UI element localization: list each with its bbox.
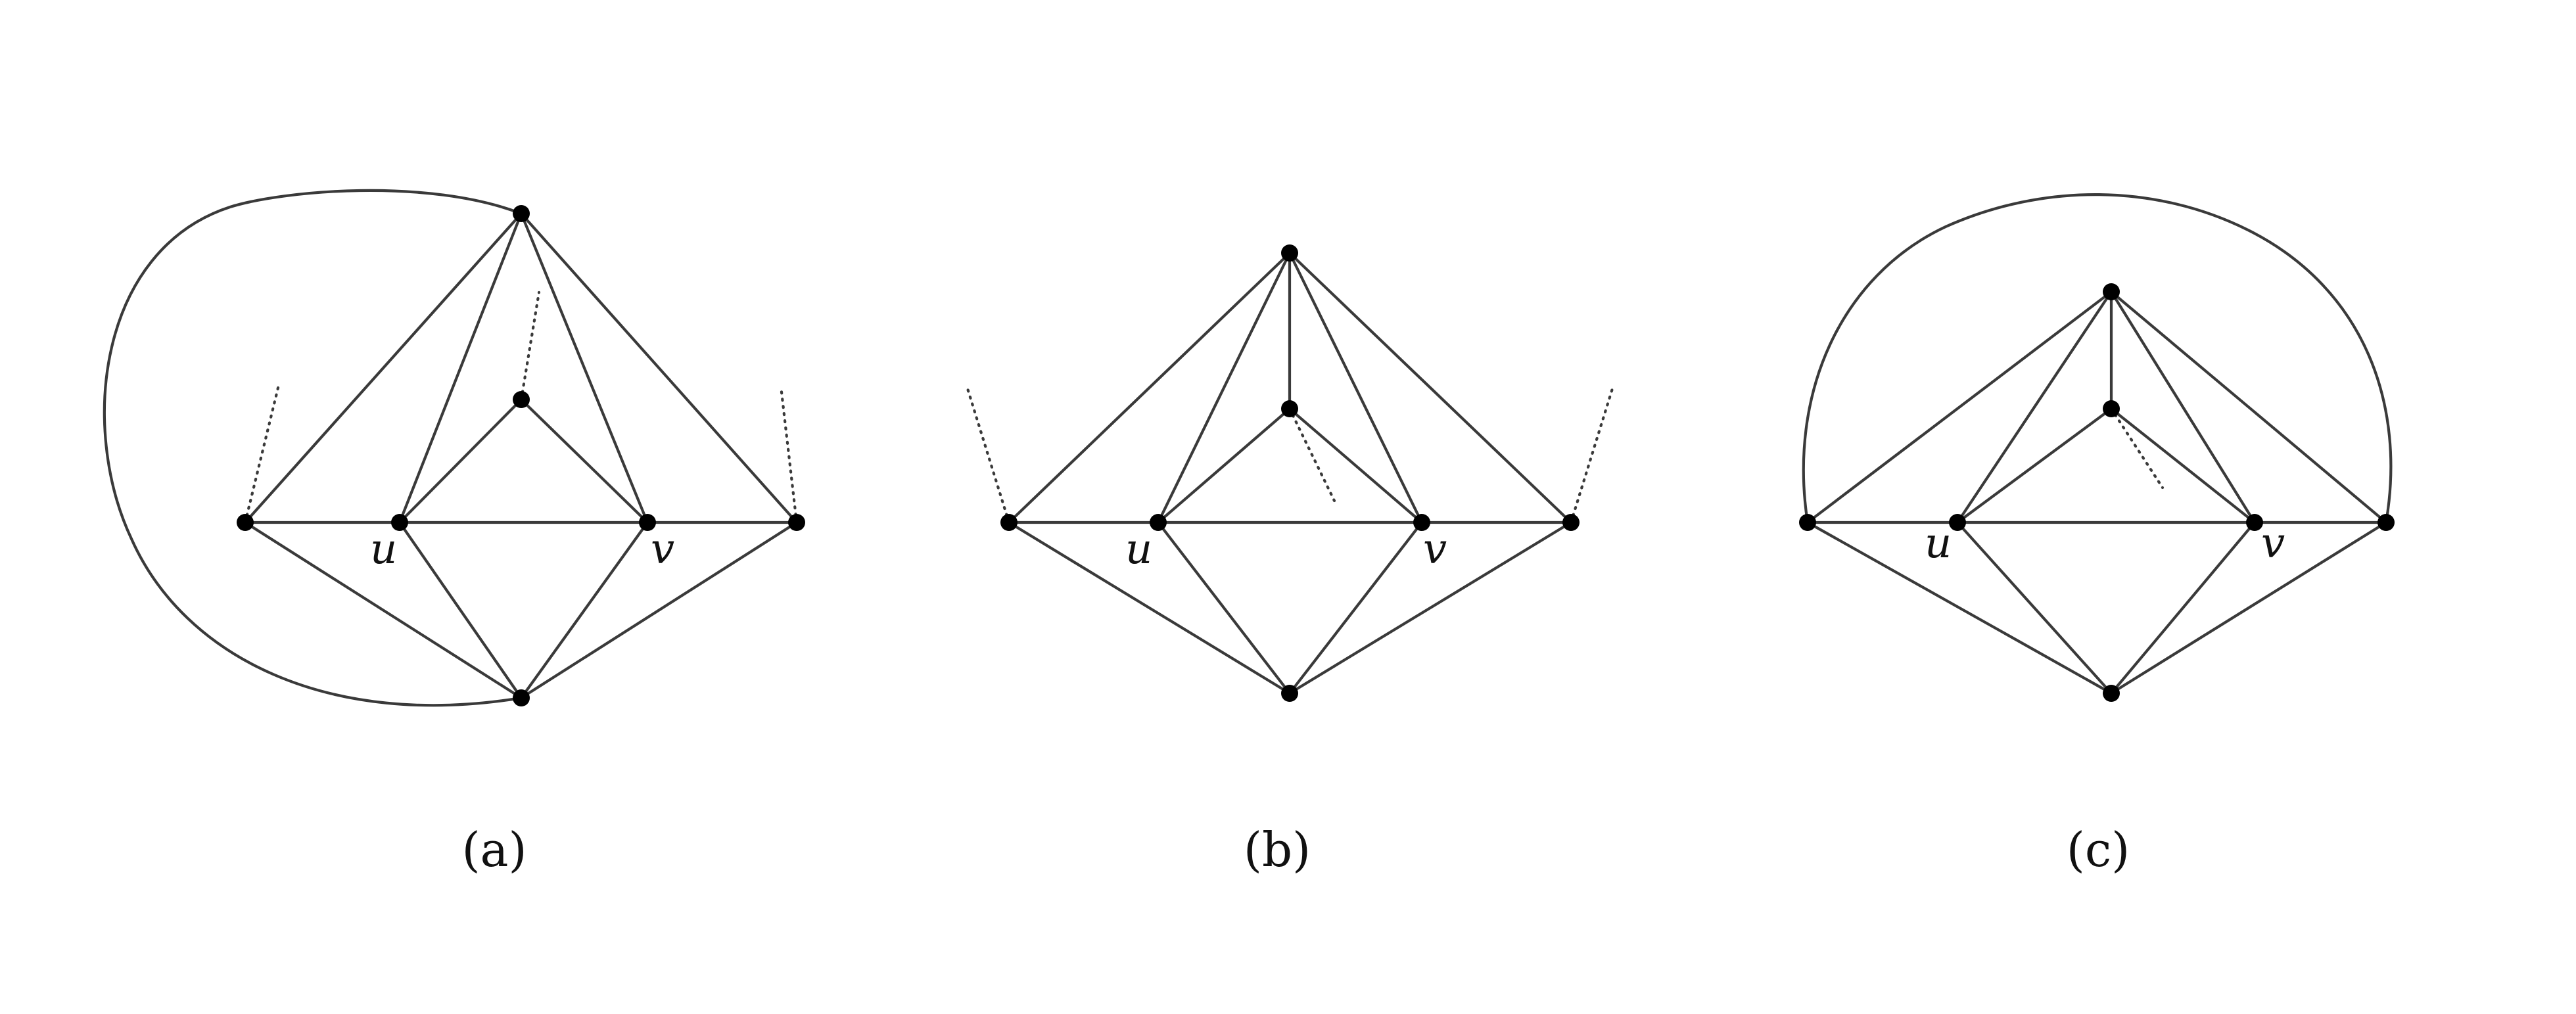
edge <box>2109 520 2388 695</box>
edge <box>1288 520 1573 695</box>
edge <box>1955 520 2113 695</box>
vertex <box>2103 400 2120 417</box>
edge <box>1007 251 1292 524</box>
vertex <box>1281 685 1298 702</box>
vertex-v <box>639 514 656 531</box>
vertex <box>2103 283 2120 300</box>
vertex <box>1281 244 1298 262</box>
edge <box>243 212 523 524</box>
edge <box>1156 520 1292 695</box>
vertex <box>1281 400 1298 417</box>
edge <box>519 520 649 700</box>
edge <box>519 212 799 524</box>
edge <box>1806 520 2113 695</box>
edge <box>1156 251 1292 524</box>
caption-a: (a) <box>461 822 527 877</box>
vertex-u <box>391 514 408 531</box>
caption-c: (c) <box>2067 822 2130 877</box>
vertex <box>1000 514 1018 531</box>
edge <box>1288 520 1424 695</box>
edge <box>2109 520 2257 695</box>
label-u: u <box>1925 519 1952 568</box>
label-u: u <box>1125 525 1152 574</box>
dotted-edge <box>1288 407 1336 503</box>
caption-b: (b) <box>1244 822 1311 877</box>
edge <box>1288 251 1424 524</box>
vertex <box>1799 514 1816 531</box>
edge <box>1955 407 2113 524</box>
edge <box>1288 251 1573 524</box>
vertex <box>788 514 805 531</box>
panel-b: u v (b) <box>964 244 1616 877</box>
vertex-v <box>1413 514 1430 531</box>
dotted-edge <box>243 380 281 524</box>
edge <box>398 212 523 524</box>
edge <box>519 398 649 524</box>
edge <box>1806 290 2113 524</box>
label-v: v <box>651 525 674 574</box>
vertex-v <box>2246 514 2263 531</box>
outer-arc-edge <box>103 189 523 707</box>
edge <box>1955 290 2113 524</box>
dotted-edge <box>779 384 799 524</box>
edge <box>2109 290 2388 524</box>
vertex <box>513 689 530 706</box>
outer-arc-edge <box>1802 193 2393 524</box>
dotted-edge <box>964 382 1011 524</box>
dotted-edge <box>1569 382 1616 524</box>
dotted-edge <box>519 290 541 402</box>
edge <box>2109 290 2257 524</box>
vertex <box>513 205 530 222</box>
edge <box>519 520 799 700</box>
label-u: u <box>370 525 397 574</box>
panel-c: u v (c) <box>1799 193 2395 877</box>
vertex <box>237 514 254 531</box>
label-v: v <box>1423 525 1447 574</box>
dotted-edge <box>2109 407 2165 490</box>
panel-a: u v (a) <box>103 189 805 877</box>
edge <box>398 398 523 524</box>
edge <box>2109 407 2257 524</box>
edge <box>519 212 649 524</box>
edge <box>1288 407 1424 524</box>
edge <box>1156 407 1292 524</box>
vertex <box>1562 514 1580 531</box>
edge <box>243 520 523 700</box>
edge <box>398 520 523 700</box>
vertex <box>2377 514 2395 531</box>
vertex <box>2103 685 2120 702</box>
vertex <box>513 391 530 408</box>
vertex-u <box>1949 514 1966 531</box>
edge <box>1007 520 1292 695</box>
vertex-u <box>1150 514 1167 531</box>
label-v: v <box>2261 519 2285 568</box>
